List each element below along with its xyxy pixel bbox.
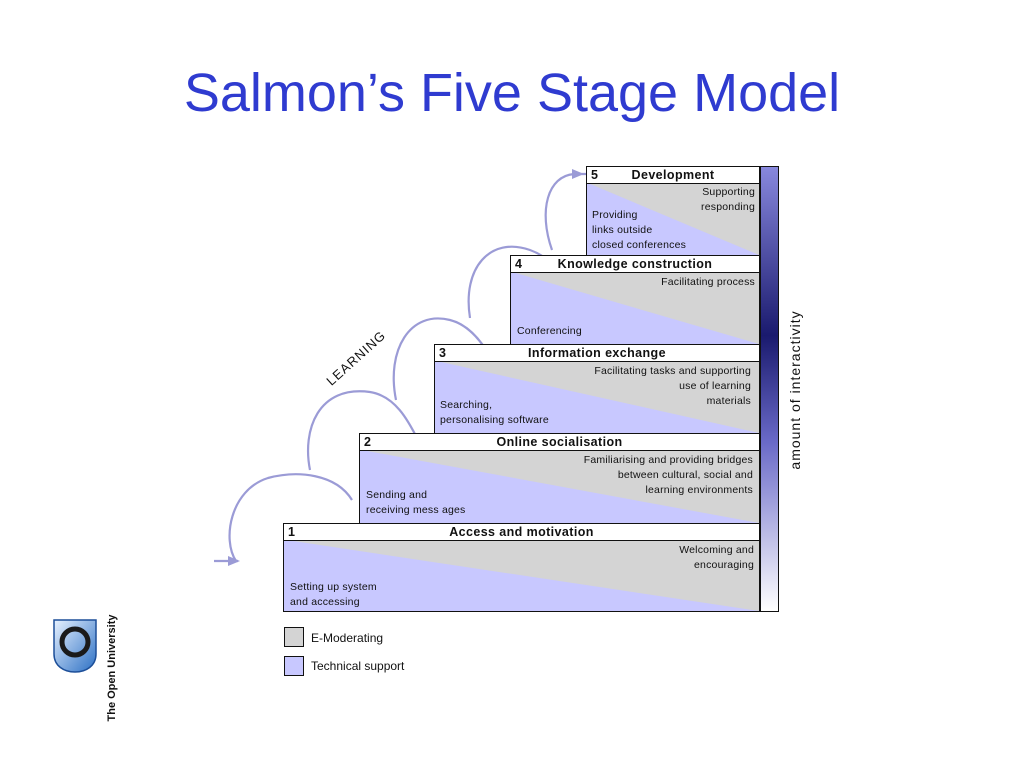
stage-2-e-moderating: Familiarising and providing bridges betw…	[583, 454, 753, 496]
slide-title: Salmon’s Five Stage Model	[183, 63, 841, 123]
legend-e-moderating-label: E-Moderating	[311, 631, 384, 645]
stage-1-title: Access and motivation	[449, 525, 594, 539]
stage-3-header: 3 Information exchange	[435, 345, 759, 362]
stage-4-title: Knowledge construction	[557, 257, 713, 271]
stage-1-header: 1 Access and motivation	[284, 524, 759, 541]
stage-3-number: 3	[439, 346, 446, 360]
stage-2-number: 2	[364, 435, 371, 449]
stage-1-e-moderating: Welcoming and encouraging	[679, 544, 754, 571]
stage-5-header: 5 Development	[587, 167, 759, 184]
stage-5-number: 5	[591, 168, 598, 182]
stage-2: 2 Online socialisation Familiarising and…	[359, 433, 760, 524]
stage-4: 4 Knowledge construction Facilitating pr…	[510, 255, 760, 345]
stage-3-title: Information exchange	[528, 346, 666, 360]
interactivity-bar	[760, 166, 779, 612]
stage-5: 5 Development Supporting responding Prov…	[586, 166, 760, 256]
legend-technical-label: Technical support	[311, 659, 405, 673]
stage-4-e-moderating: Facilitating process	[661, 276, 755, 288]
stage-2-technical: Sending and receiving mess ages	[366, 489, 466, 516]
stage-4-technical: Conferencing	[517, 325, 582, 337]
stage-5-title: Development	[631, 168, 715, 182]
legend-e-moderating-swatch	[284, 627, 304, 647]
stage-3: 3 Information exchange Facilitating task…	[434, 344, 760, 434]
stage-5-technical: Providing links outside closed conferenc…	[592, 209, 687, 251]
stage-3-e-moderating: Facilitating tasks and supporting use of…	[594, 365, 751, 407]
open-university-shield-icon	[53, 619, 97, 673]
stage-2-title: Online socialisation	[496, 435, 623, 449]
stage-4-header: 4 Knowledge construction	[511, 256, 759, 273]
stage-2-header: 2 Online socialisation	[360, 434, 759, 451]
stage-1-technical: Setting up system and accessing	[290, 581, 377, 608]
stage-5-e-moderating: Supporting responding	[701, 186, 755, 213]
legend-technical-swatch	[284, 656, 304, 676]
stage-1-number: 1	[288, 525, 295, 539]
stage-3-technical: Searching, personalising software	[440, 399, 549, 426]
stage-4-number: 4	[515, 257, 522, 271]
stage-1: 1 Access and motivation Welcoming and en…	[283, 523, 760, 612]
